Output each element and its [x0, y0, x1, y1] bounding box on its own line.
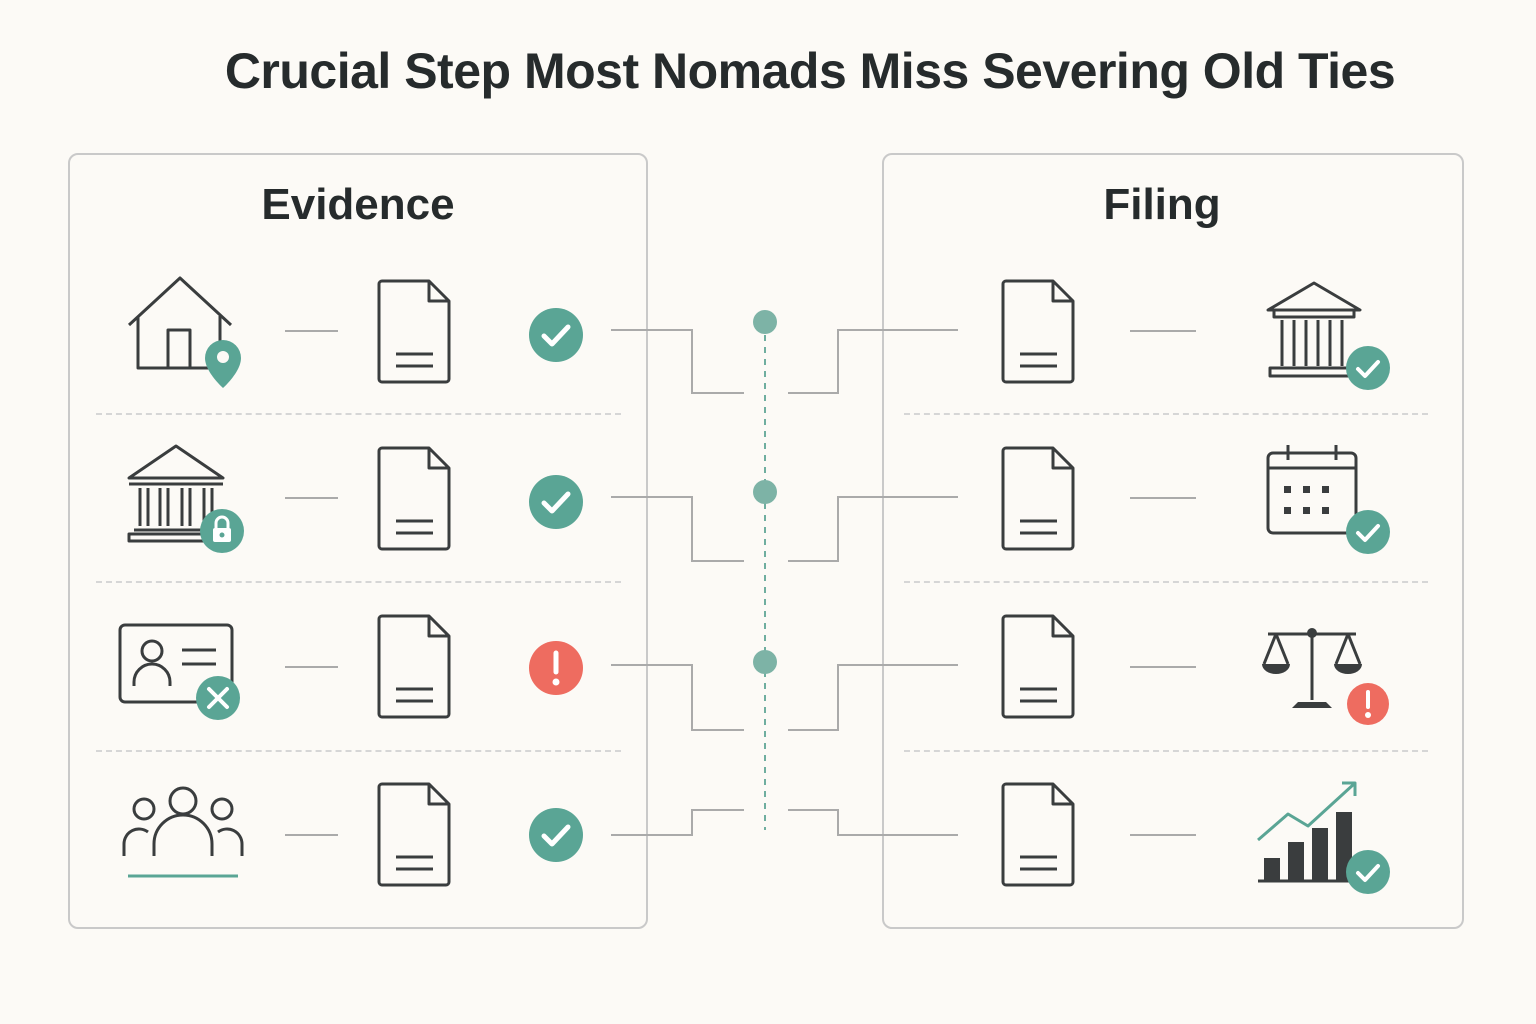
- cross-panel-connectors: [611, 329, 958, 836]
- check-circle-icon: [529, 308, 583, 362]
- filing-heading: Filing: [1103, 180, 1221, 229]
- document-icon: [377, 279, 451, 384]
- document-icon: [1001, 614, 1075, 719]
- growth-chart-check-icon: [1257, 781, 1390, 894]
- document-icon: [377, 614, 451, 719]
- timeline-node: [753, 650, 777, 674]
- filing-row-connector: [1130, 330, 1196, 836]
- evidence-row-divider: [96, 750, 621, 752]
- id-card-cancel-icon: [118, 623, 240, 720]
- evidence-row-connector: [285, 330, 338, 836]
- filing-row-divider: [904, 581, 1428, 583]
- check-circle-icon: [529, 808, 583, 862]
- timeline-node: [753, 480, 777, 504]
- document-icon: [1001, 782, 1075, 887]
- filing-row-divider: [904, 750, 1428, 752]
- document-icon: [377, 446, 451, 551]
- timeline-nodes: [753, 310, 777, 674]
- evidence-row-divider: [96, 581, 621, 583]
- government-building-check-icon: [1266, 281, 1390, 390]
- document-icon: [377, 782, 451, 887]
- evidence-row-divider: [96, 413, 621, 415]
- filing-row-divider: [904, 413, 1428, 415]
- timeline-node: [753, 310, 777, 334]
- scales-alert-icon: [1262, 628, 1389, 725]
- bank-lock-icon: [127, 444, 244, 553]
- page-title: Crucial Step Most Nomads Miss Severing O…: [224, 43, 1396, 99]
- document-icon: [1001, 446, 1075, 551]
- people-group-icon: [122, 786, 244, 878]
- check-circle-icon: [529, 475, 583, 529]
- house-location-icon: [127, 276, 241, 388]
- evidence-heading: Evidence: [261, 180, 455, 229]
- calendar-check-icon: [1266, 445, 1390, 554]
- document-icon: [1001, 279, 1075, 384]
- alert-circle-icon: [529, 641, 583, 695]
